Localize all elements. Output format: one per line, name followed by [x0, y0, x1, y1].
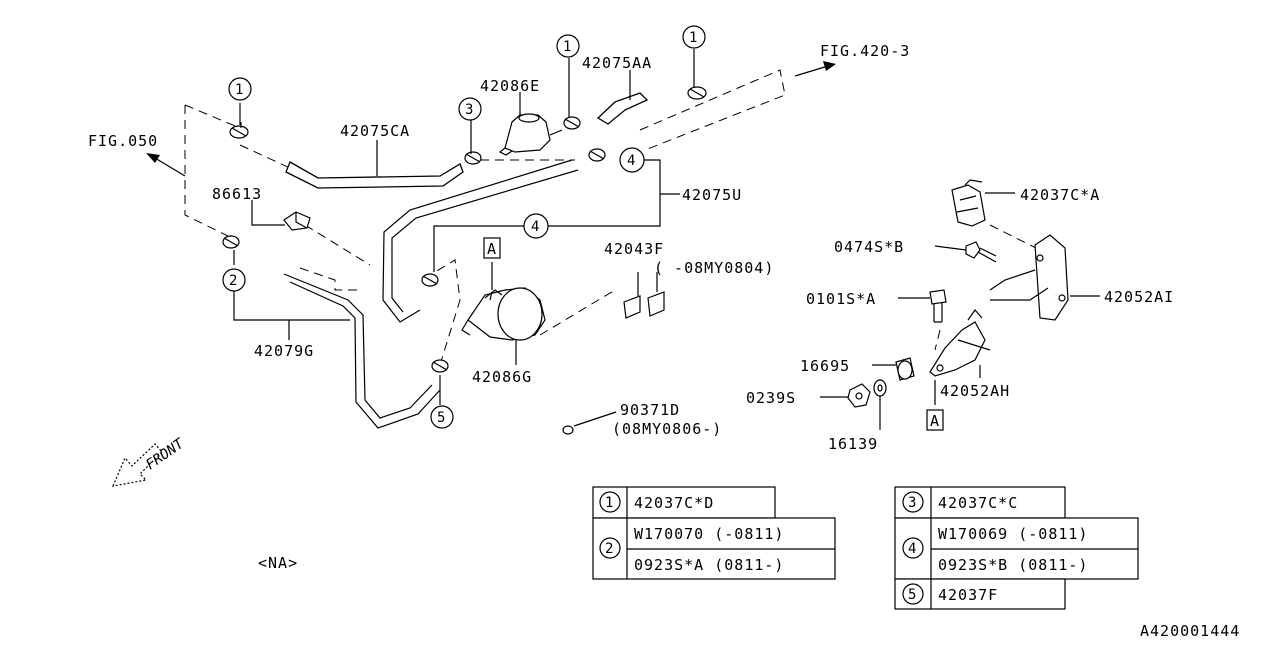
svg-text:4: 4	[908, 541, 916, 557]
svg-text:1: 1	[563, 39, 571, 55]
circle-3: 3	[458, 97, 482, 121]
marker-a-top: A	[483, 237, 501, 259]
clamp-icon	[687, 82, 707, 100]
nut-0239S-icon	[847, 383, 871, 408]
bracket-42052AH	[929, 309, 991, 377]
svg-text:1: 1	[605, 495, 613, 511]
svg-text:W170069 (-0811): W170069 (-0811)	[938, 525, 1088, 543]
svg-text:0923S*A (0811-): 0923S*A (0811-)	[634, 556, 784, 574]
part-labels: FIG.050 FIG.420-3 42075CA 42086E 42075AA…	[88, 42, 1240, 640]
washer-16139	[873, 379, 887, 397]
o-ring-90371	[562, 411, 617, 435]
circle-1: 1	[556, 34, 580, 58]
label-0239S: 0239S	[746, 389, 796, 407]
marker-a-bottom: A	[926, 409, 944, 431]
svg-text:0923S*B (0811-): 0923S*B (0811-)	[938, 556, 1088, 574]
label-42075AA: 42075AA	[582, 54, 652, 72]
clamp-parts	[222, 82, 707, 373]
hose-42075AA	[596, 92, 649, 125]
svg-text:42037C*D: 42037C*D	[634, 494, 714, 512]
label-42043F: 42043F	[604, 240, 664, 258]
front-label: FRONT	[143, 435, 188, 473]
bolt-0101SA-icon	[929, 289, 947, 323]
label-90371-note: (08MY0806-)	[612, 420, 722, 438]
svg-text:A: A	[487, 240, 497, 258]
label-42043F-note: ( -08MY0804)	[654, 259, 774, 277]
clamp-icon	[229, 122, 249, 139]
svg-text:3: 3	[908, 495, 916, 511]
bolt-0474SB-icon	[965, 241, 997, 263]
fig-050-label: FIG.050	[88, 132, 158, 150]
label-42052AH: 42052AH	[940, 382, 1010, 400]
diagram-id: A420001444	[1140, 622, 1240, 640]
clamp-icon	[464, 148, 482, 165]
circle-1: 1	[228, 77, 252, 101]
clip-86613-icon	[283, 211, 311, 231]
circle-4: 4	[523, 213, 549, 239]
fig-420-3-label: FIG.420-3	[820, 42, 910, 60]
label-90371: 90371D	[620, 401, 680, 419]
label-0474SB: 0474S*B	[834, 238, 904, 256]
label-42075U: 42075U	[682, 186, 742, 204]
label-16695: 16695	[800, 357, 850, 375]
fig-right-arrow	[794, 61, 836, 77]
label-86613: 86613	[212, 185, 262, 203]
hose-42075U	[382, 159, 579, 323]
valve-42086E	[498, 113, 563, 156]
circle-1: 1	[682, 25, 706, 49]
label-42075CA: 42075CA	[340, 122, 410, 140]
bracket-42052AI	[989, 234, 1069, 321]
label-42037CA: 42037C*A	[1020, 186, 1100, 204]
clamp-icon	[421, 273, 439, 287]
clamp-icon	[588, 148, 606, 162]
svg-text:1: 1	[689, 30, 697, 46]
canister-42086G	[461, 287, 546, 341]
circle-2: 2	[222, 268, 246, 292]
svg-text:42037C*C: 42037C*C	[938, 494, 1018, 512]
svg-text:W170070 (-0811): W170070 (-0811)	[634, 525, 784, 543]
svg-text:4: 4	[627, 153, 635, 169]
label-42086E: 42086E	[480, 77, 540, 95]
label-42086G: 42086G	[472, 368, 532, 386]
dashed-guides	[184, 69, 1041, 366]
fig-left-arrow	[146, 153, 186, 177]
hose-42075CA	[285, 161, 464, 189]
clamp-icon	[431, 359, 449, 373]
clamp-icon	[563, 112, 581, 130]
grommet-16695	[895, 357, 915, 381]
label-42079G: 42079G	[254, 342, 314, 360]
legend-table-right: 3 42037C*C 4 W170069 (-0811) 0923S*B (08…	[894, 486, 1139, 610]
front-arrow-icon: FRONT	[112, 435, 188, 487]
label-16139: 16139	[828, 435, 878, 453]
svg-text:42037F: 42037F	[938, 586, 998, 604]
svg-text:5: 5	[437, 410, 445, 426]
svg-text:1: 1	[235, 82, 243, 98]
svg-text:4: 4	[531, 219, 539, 235]
callout-circles: 1 1 1 3 4 4 2 5	[222, 25, 706, 429]
svg-text:5: 5	[908, 587, 916, 603]
legend-table-left: 1 42037C*D 2 W170070 (-0811) 0923S*A (08…	[592, 486, 836, 580]
hose-42079G	[283, 273, 441, 429]
clamp-icon	[222, 235, 240, 249]
circle-5: 5	[430, 405, 454, 429]
label-42052AI: 42052AI	[1104, 288, 1174, 306]
circle-4: 4	[619, 147, 645, 173]
leader-lines	[233, 49, 1100, 430]
svg-text:2: 2	[605, 541, 613, 557]
svg-text:A: A	[930, 412, 940, 430]
label-0101SA: 0101S*A	[806, 290, 876, 308]
filter-42043F	[623, 272, 665, 319]
bracket-42037CA	[951, 179, 986, 227]
na-note: <NA>	[258, 554, 298, 572]
svg-text:2: 2	[229, 273, 237, 289]
svg-text:3: 3	[465, 102, 473, 118]
